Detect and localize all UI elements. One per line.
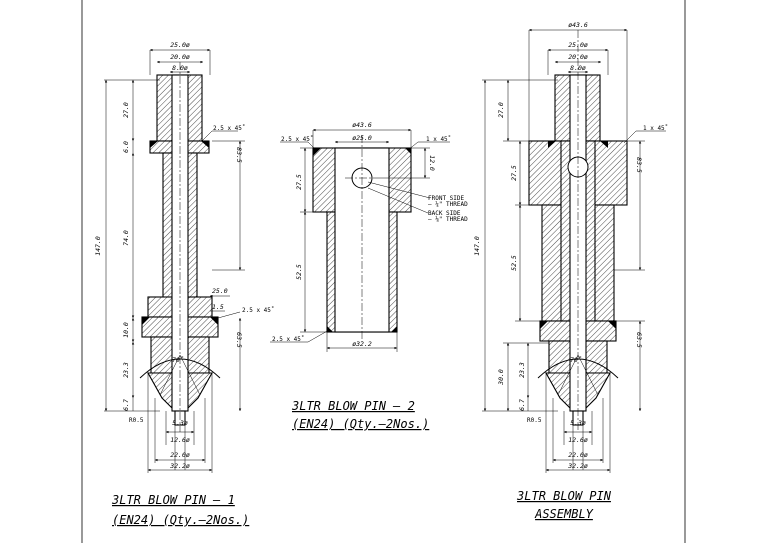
title-pin1-line2: (EN24) (Qty.–2Nos.) — [112, 513, 249, 527]
assy-dim-52-5: 52.5 — [510, 255, 518, 271]
blow-pin-1-view: 25.0ø 20.0ø 8.0ø 147.0 27.0 6.0 74.0 10.… — [94, 41, 275, 527]
dim-25: ø25.0 — [352, 134, 372, 142]
dim-23-3: 23.3 — [122, 362, 130, 378]
dim-top-20: 20.0ø — [170, 53, 190, 61]
dim-52-5: 52.5 — [295, 264, 303, 280]
assy-angle-70: 70˚ — [570, 356, 582, 364]
dim-1-5: 1.5 — [212, 303, 224, 311]
back-thread-label: – ⅛" THREAD — [428, 216, 468, 223]
dim-25-side: 25.0 — [212, 287, 228, 295]
assy-dim-8: 8.0ø — [570, 64, 586, 72]
assy-dim-12-6: 12.6ø — [568, 436, 588, 444]
assy-dim-6-7: 6.7 — [518, 399, 526, 411]
title-pin2-line2: (EN24) (Qty.–2Nos.) — [292, 417, 429, 431]
title-assy-line1: 3LTR BLOW PIN — [516, 489, 612, 503]
angle-70: 70˚ — [172, 356, 184, 364]
assembly-view: ø43.6 25.0ø 20.0ø 8.0ø 1 x 45˚ 147.0 27.… — [473, 21, 668, 521]
back-side-label: BACK SIDE — [428, 210, 461, 217]
assy-dim-22: 22.0ø — [568, 451, 588, 459]
chamfer-mid: 2.5 x 45˚ — [242, 307, 275, 314]
assy-dim-83-5: 83.5 — [635, 157, 643, 173]
assy-dim-43-6: ø43.6 — [568, 21, 588, 29]
chamfer-top: 2.5 x 45˚ — [213, 125, 246, 132]
front-side-label: FRONT SIDE — [428, 195, 465, 202]
dim-10: 10.0 — [122, 322, 130, 338]
assy-dim-27: 27.0 — [497, 102, 505, 118]
chamfer-bottom: 2.5 x 45˚ — [272, 336, 305, 343]
title-pin2-line1: 3LTR BLOW PIN – 2 — [291, 399, 415, 413]
blow-pin-2-view: ø43.6 ø25.0 2.5 x 45˚ 1 x 45˚ 27.5 52.5 … — [270, 121, 468, 431]
assy-dim-63-5: 63.5 — [635, 332, 643, 348]
assy-dim-32-2: 32.2ø — [567, 462, 588, 470]
assy-dim-147: 147.0 — [473, 236, 481, 256]
dim-12: 12.0 — [428, 155, 436, 171]
dim-5-3: 5.3ø — [172, 419, 188, 427]
title-assy-line2: ASSEMBLY — [534, 507, 594, 521]
dim-63-5: 63.5 — [235, 332, 243, 348]
assy-dim-27-5: 27.5 — [510, 165, 518, 181]
assy-r0-5: R0.5 — [527, 417, 542, 424]
chamfer-left: 2.5 x 45˚ — [281, 136, 314, 143]
dim-12-6: 12.6ø — [170, 436, 190, 444]
dim-32-2: 32.2ø — [169, 462, 190, 470]
dim-27-5: 27.5 — [295, 174, 303, 190]
dim-74: 74.0 — [122, 230, 130, 246]
dim-43-6: ø43.6 — [352, 121, 372, 129]
r0-5: R0.5 — [129, 417, 144, 424]
dim-147: 147.0 — [94, 236, 102, 256]
dim-32-2-b: ø32.2 — [352, 340, 372, 348]
dim-top-25: 25.0ø — [170, 41, 190, 49]
chamfer-right: 1 x 45˚ — [426, 136, 451, 143]
dim-6-7: 6.7 — [122, 399, 130, 411]
dim-top-8: 8.0ø — [172, 64, 188, 72]
dim-27: 27.0 — [122, 102, 130, 118]
dim-6: 6.0 — [122, 141, 130, 153]
assy-dim-23-3: 23.3 — [518, 362, 526, 378]
dim-22: 22.0ø — [170, 451, 190, 459]
assy-chamfer: 1 x 45˚ — [643, 125, 668, 132]
assy-dim-25: 25.0ø — [568, 41, 588, 49]
front-thread-label: – ¼" THREAD — [428, 201, 468, 208]
assy-dim-5-3: 5.3ø — [570, 419, 586, 427]
assy-dim-30: 30.0 — [497, 369, 505, 386]
title-pin1-line1: 3LTR BLOW PIN – 1 — [111, 493, 235, 507]
assy-dim-20: 20.0ø — [568, 53, 588, 61]
dim-83-5: 83.5 — [235, 147, 243, 163]
